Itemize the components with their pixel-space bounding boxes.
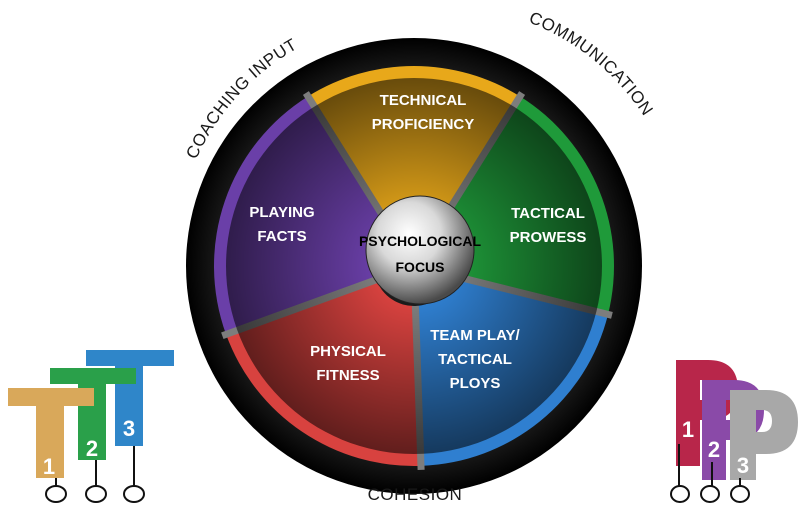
ppp-logo-digit-1: 1 [682,417,694,442]
svg-text:PLAYING: PLAYING [249,204,314,221]
label-cohesion: COHESION [368,485,463,504]
ttt-logo-digit-1: 1 [43,454,55,479]
center-label-line2: FOCUS [396,259,445,275]
svg-text:FACTS: FACTS [257,228,306,245]
center-label-line1: PSYCHOLOGICAL [359,233,482,249]
svg-text:PLOYS: PLOYS [450,375,501,392]
ppp-logo: 1 2 3 [670,360,798,503]
ppp-logo-ring-1 [670,485,690,503]
ttt-logo-stem-1 [36,406,64,478]
ttt-logo-bar-3 [86,350,174,366]
svg-text:TACTICAL: TACTICAL [511,205,585,222]
svg-text:PROFICIENCY: PROFICIENCY [372,116,475,133]
ttt-logo-ring-1 [45,485,67,503]
segment-label-team-play: TEAM PLAY/ TACTICAL PLOYS [430,327,520,392]
ttt-logo-bar-1 [8,388,94,406]
ttt-logo-digit-2: 2 [86,436,98,461]
svg-text:TACTICAL: TACTICAL [438,351,512,368]
ppp-logo-letter-3 [730,390,798,480]
segment-label-technical-proficiency: TECHNICAL PROFICIENCY [372,92,475,133]
ppp-logo-digit-3: 3 [737,453,749,478]
ttt-logo: 1 2 3 [8,350,174,503]
psychological-focus-sphere [365,195,475,305]
segment-label-tactical-prowess: TACTICAL PROWESS [510,205,587,246]
ppp-logo-ring-3 [730,485,750,503]
svg-text:PHYSICAL: PHYSICAL [310,343,386,360]
svg-text:TECHNICAL: TECHNICAL [380,92,467,109]
ttt-logo-ring-2 [85,485,107,503]
ttt-logo-ring-3 [123,485,145,503]
ttt-logo-bar-2 [50,368,136,384]
ttt-logo-digit-3: 3 [123,416,135,441]
svg-text:PROWESS: PROWESS [510,229,587,246]
svg-text:TEAM PLAY/: TEAM PLAY/ [430,327,520,344]
svg-text:FITNESS: FITNESS [316,367,379,384]
ppp-logo-ring-2 [700,485,720,503]
segment-label-physical-fitness: PHYSICAL FITNESS [310,343,386,384]
ppp-logo-digit-2: 2 [708,437,720,462]
segment-label-playing-facts: PLAYING FACTS [249,204,314,245]
